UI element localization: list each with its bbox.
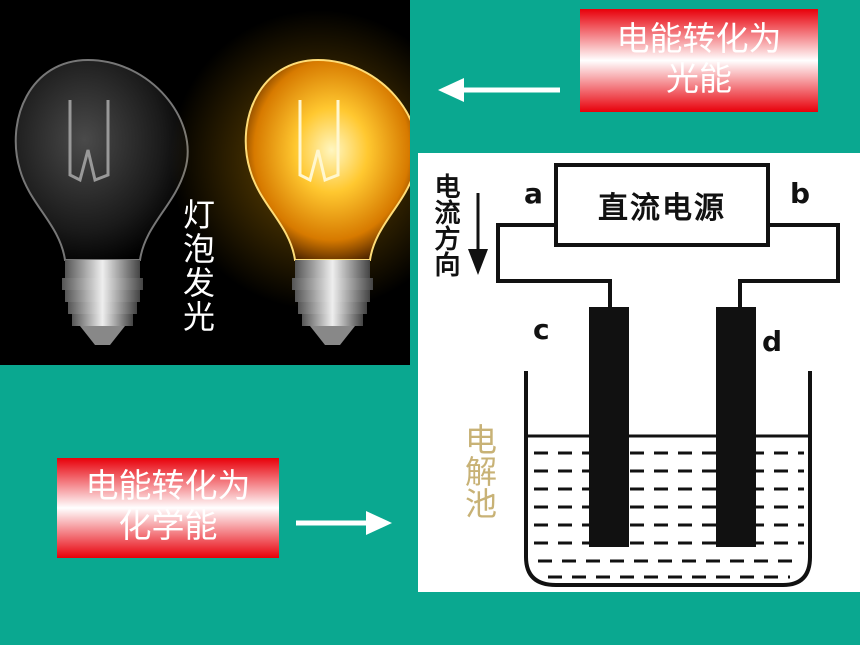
electrolytic-cell-diagram: 直流电源 a b c d 电流方向 电解池 [418, 153, 860, 592]
light-bulbs-illustration [14, 10, 410, 345]
electrolytic-cell-label: 电解池 [460, 423, 498, 519]
current-arrow-head [468, 249, 488, 275]
power-source-label: 直流电源 [598, 191, 726, 226]
electrode-c [589, 307, 629, 547]
label-line-1: 电能转化为 [85, 466, 251, 505]
terminal-a-label: a [524, 177, 543, 210]
terminal-b-label: b [790, 177, 811, 210]
lit-bulb-icon [170, 10, 410, 345]
label-electric-to-chemical: 电能转化为 化学能 [57, 458, 279, 558]
light-bulb-photo: 灯泡发光 [0, 0, 410, 365]
label-line-2: 化学能 [118, 506, 218, 545]
solution-dashes [534, 451, 804, 579]
left-arrow-icon [438, 78, 560, 102]
right-arrow-icon [296, 511, 392, 535]
label-line-1: 电能转化为 [616, 19, 782, 58]
beaker [524, 371, 812, 587]
label-electric-to-light: 电能转化为 光能 [580, 9, 818, 112]
unlit-bulb-icon [14, 58, 189, 345]
electrode-d [716, 307, 756, 547]
left-wire [496, 223, 612, 311]
current-direction-label: 电流方向 [430, 173, 460, 277]
electrode-d-label: d [762, 325, 783, 358]
power-source-box [554, 163, 770, 247]
label-line-2: 光能 [666, 59, 732, 98]
electrode-c-label: c [533, 313, 550, 346]
right-wire [738, 223, 840, 311]
bulb-caption: 灯泡发光 [178, 198, 216, 334]
cell-circuit-drawing [468, 163, 840, 587]
